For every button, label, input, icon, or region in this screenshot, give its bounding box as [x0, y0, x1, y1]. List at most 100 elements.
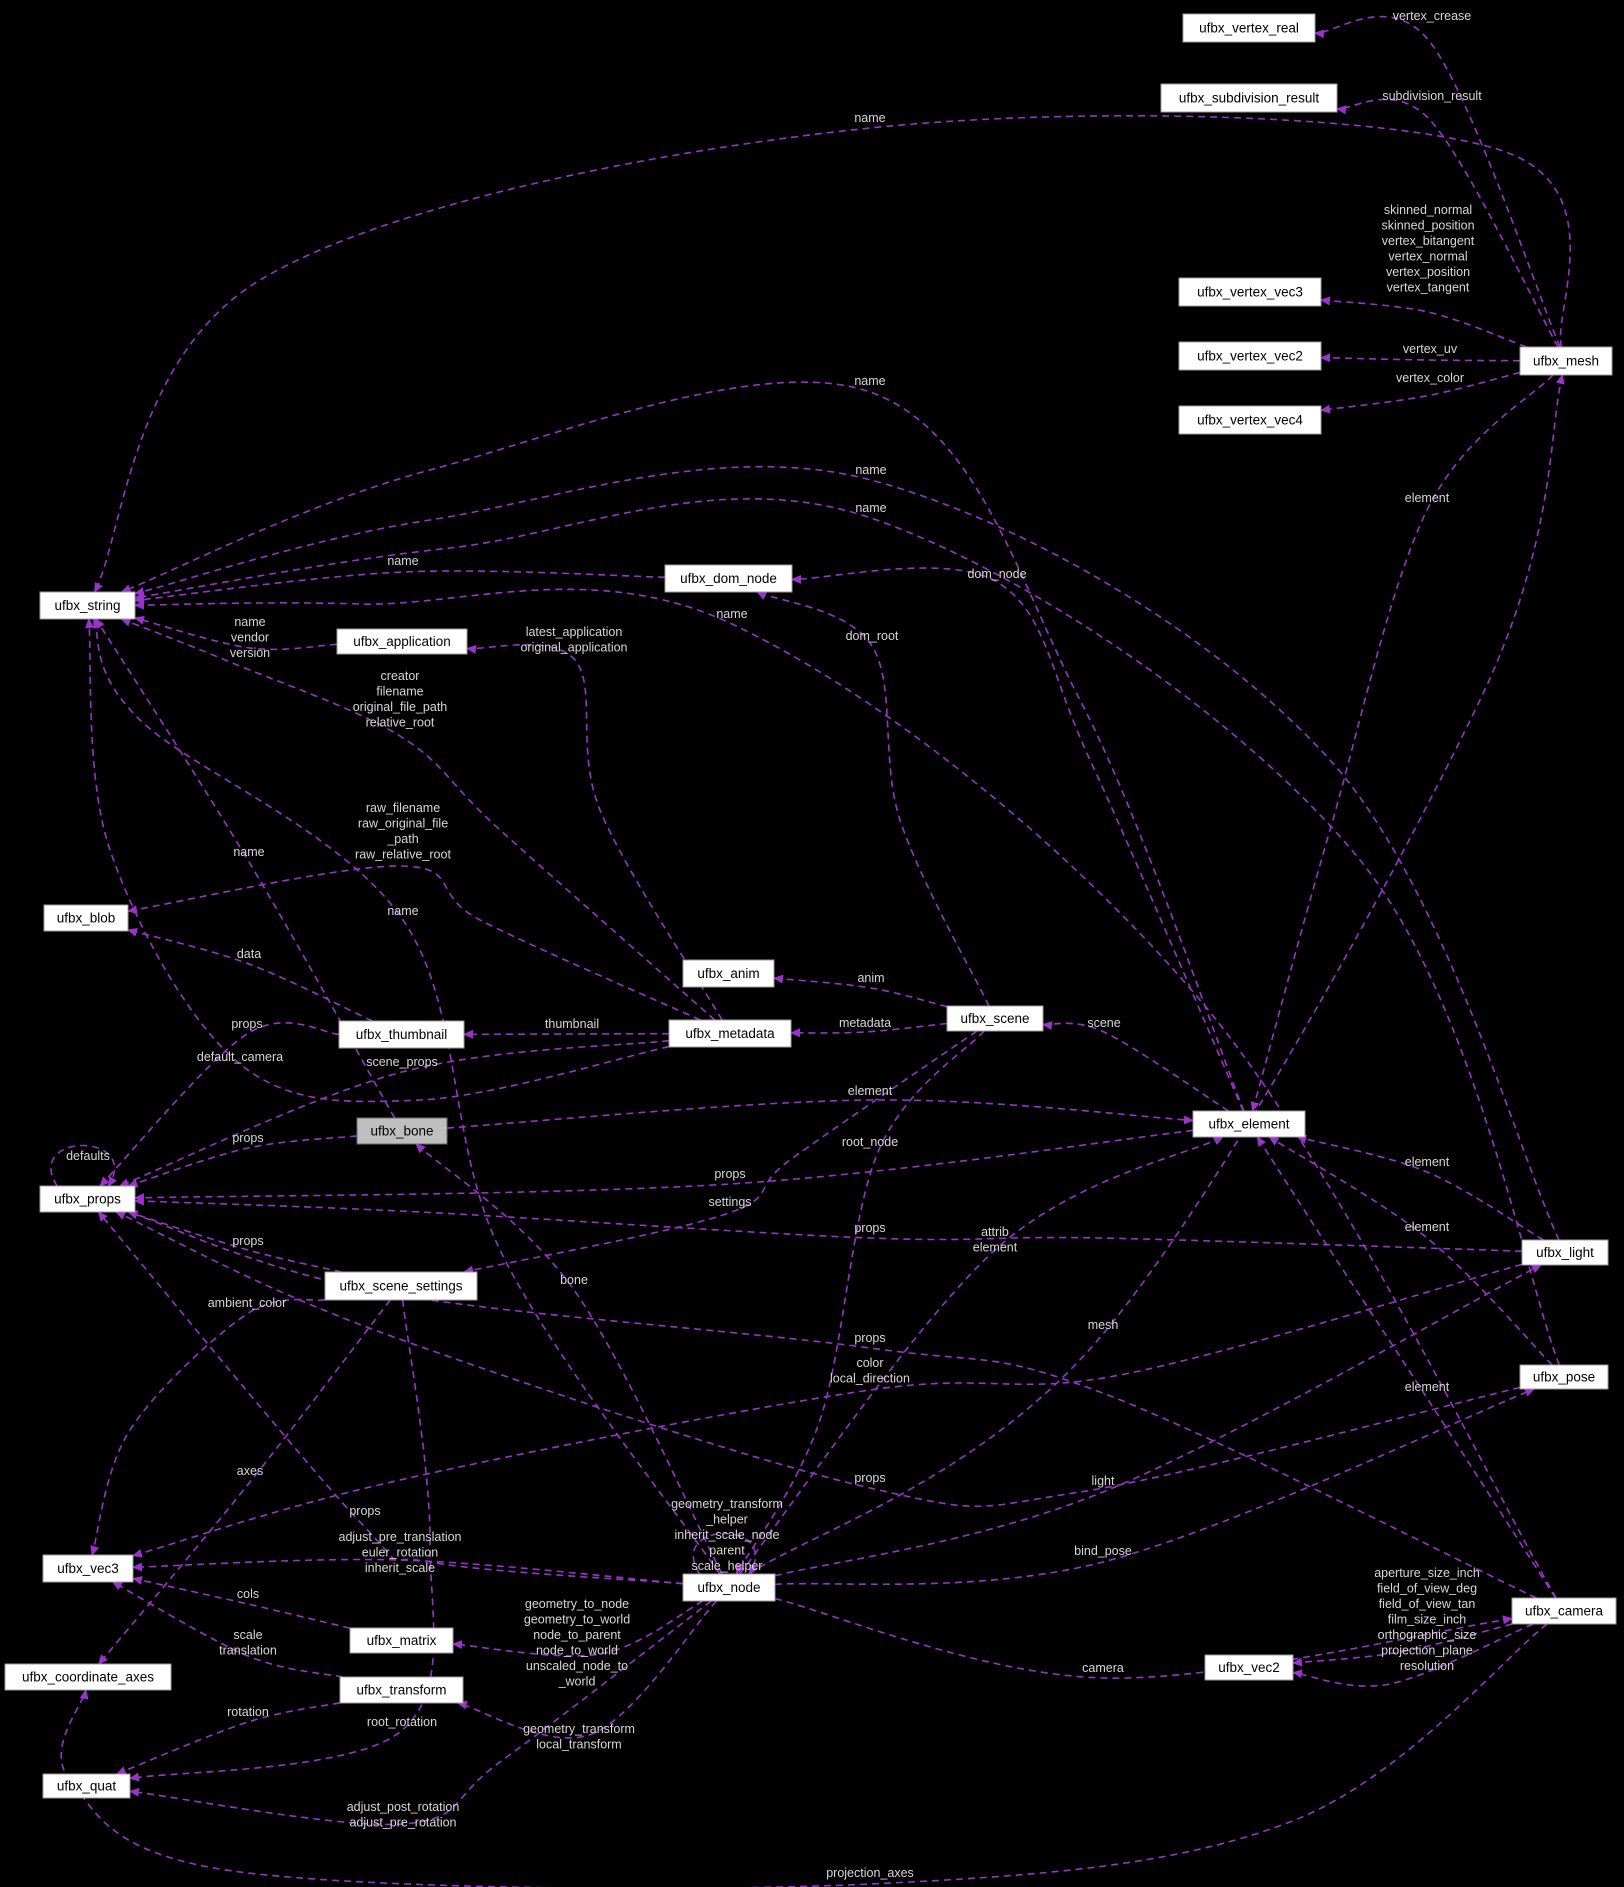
node-box[interactable] [1178, 277, 1322, 307]
edge-scene-node [735, 1030, 985, 1575]
node-box[interactable] [668, 1019, 792, 1048]
edge-label-scene-node: root_node [842, 1135, 898, 1149]
node-box[interactable] [1519, 1364, 1609, 1390]
node-label: ufbx_element [1208, 1117, 1289, 1132]
node-vec2[interactable]: ufbx_vec2 [1204, 1654, 1294, 1681]
node-props[interactable]: ufbx_props [39, 1185, 136, 1213]
edge-label-layer: vertex_creasesubdivision_resultskinned_n… [66, 9, 1482, 1880]
node-box[interactable] [39, 591, 136, 620]
edge-label-pose-string: name [855, 501, 886, 515]
node-box[interactable] [349, 1627, 454, 1654]
edge-label-camera-props: props [854, 1331, 885, 1345]
edge-label-scene_settings-props: props [232, 1234, 263, 1248]
node-blob[interactable]: ufbx_blob [43, 904, 129, 932]
node-box[interactable] [1178, 405, 1322, 435]
edge-thumbnail-blob [127, 927, 373, 1022]
edge-props-props [50, 1144, 117, 1187]
node-label: ufbx_light [1536, 1245, 1594, 1260]
edge-camera-vec2 [1292, 1623, 1534, 1687]
edge-label-light-props: props [854, 1221, 885, 1235]
edge-label-node-light: light [1092, 1474, 1115, 1488]
node-box[interactable] [4, 1663, 172, 1691]
node-label: ufbx_scene_settings [339, 1279, 462, 1294]
node-quat[interactable]: ufbx_quat [42, 1773, 131, 1799]
node-box[interactable] [338, 1020, 465, 1049]
edge-label-node-mesh: mesh [1088, 1318, 1119, 1332]
node-vertex_vec2[interactable]: ufbx_vertex_vec2 [1178, 341, 1322, 371]
node-box[interactable] [682, 959, 775, 988]
edge-label-light-string: name [855, 463, 886, 477]
node-box[interactable] [1519, 346, 1613, 376]
node-box[interactable] [1160, 83, 1338, 113]
node-box[interactable] [42, 1773, 131, 1799]
edge-metadata-thumbnail [463, 1029, 670, 1039]
node-vertex_vec3[interactable]: ufbx_vertex_vec3 [1178, 277, 1322, 307]
node-label: ufbx_metadata [685, 1026, 775, 1041]
node-box[interactable] [1511, 1597, 1617, 1625]
node-box[interactable] [39, 1185, 136, 1213]
node-box[interactable] [43, 904, 129, 932]
node-dom_node[interactable]: ufbx_dom_node [664, 564, 793, 593]
edge-metadata-string [85, 618, 670, 1103]
edge-label-camera-element: element [1405, 1380, 1450, 1394]
node-metadata[interactable]: ufbx_metadata [668, 1019, 792, 1048]
node-scene_settings[interactable]: ufbx_scene_settings [324, 1271, 478, 1301]
edge-label-camera-string: name [716, 607, 747, 621]
node-layer: ufbx_vertex_real ufbx_subdivision_resultu… [4, 13, 1617, 1799]
subject-node-box[interactable] [356, 1117, 448, 1145]
node-application[interactable]: ufbx_application [336, 628, 468, 655]
node-string[interactable]: ufbx_string [39, 591, 136, 620]
node-label: ufbx_matrix [367, 1633, 437, 1648]
node-camera[interactable]: ufbx_camera [1511, 1597, 1617, 1625]
edge-pose-string [134, 498, 1561, 1366]
node-box[interactable] [1178, 341, 1322, 371]
node-mesh[interactable]: ufbx_mesh [1519, 346, 1613, 376]
node-box[interactable] [682, 1573, 776, 1602]
node-light[interactable]: ufbx_light [1521, 1239, 1609, 1266]
node-thumbnail[interactable]: ufbx_thumbnail [338, 1020, 465, 1049]
edge-mesh-subdivision_result [1336, 98, 1559, 348]
edge-label-scene-dom_node: dom_root [846, 629, 899, 643]
edge-node-bone [415, 1143, 723, 1575]
node-label: ufbx_quat [57, 1779, 117, 1794]
node-pose[interactable]: ufbx_pose [1519, 1364, 1609, 1390]
edge-camera-string [134, 588, 1557, 1599]
node-box[interactable] [339, 1676, 464, 1704]
node-vec3[interactable]: ufbx_vec3 [42, 1554, 134, 1583]
edge-label-mesh-string: name [854, 111, 885, 125]
node-subdivision_result[interactable]: ufbx_subdivision_result [1160, 83, 1338, 113]
node-scene[interactable]: ufbx_scene [946, 1005, 1044, 1032]
node-box[interactable] [324, 1271, 478, 1301]
edge-dom_node-string [134, 570, 666, 604]
node-box[interactable] [1521, 1239, 1609, 1266]
node-transform[interactable]: ufbx_transform [339, 1676, 464, 1704]
edge-label-element-scene: scene [1087, 1016, 1120, 1030]
node-vertex_real[interactable]: ufbx_vertex_real [1182, 13, 1316, 43]
node-element[interactable]: ufbx_element [1192, 1110, 1306, 1138]
node-box[interactable] [1182, 13, 1316, 43]
edge-scene_settings-props [127, 1210, 342, 1273]
edge-scene_settings-vec3 [90, 1298, 326, 1556]
edge-element-string [120, 381, 1245, 1112]
node-box[interactable] [42, 1554, 134, 1583]
node-matrix[interactable]: ufbx_matrix [349, 1627, 454, 1654]
node-box[interactable] [336, 628, 468, 655]
node-vertex_vec4[interactable]: ufbx_vertex_vec4 [1178, 405, 1322, 435]
edge-label-thumbnail-blob: data [237, 947, 261, 961]
node-bone[interactable]: ufbx_bone [356, 1117, 448, 1145]
node-box[interactable] [1192, 1110, 1306, 1138]
node-box[interactable] [664, 564, 793, 593]
edge-layer [50, 15, 1572, 1887]
node-coordinate_axes[interactable]: ufbx_coordinate_axes [4, 1663, 172, 1691]
node-node[interactable]: ufbx_node [682, 1573, 776, 1602]
node-box[interactable] [946, 1005, 1044, 1032]
edge-node-quat [129, 1600, 712, 1826]
node-anim[interactable]: ufbx_anim [682, 959, 775, 988]
edge-node-camera [774, 1597, 1513, 1679]
node-box[interactable] [1204, 1654, 1294, 1681]
